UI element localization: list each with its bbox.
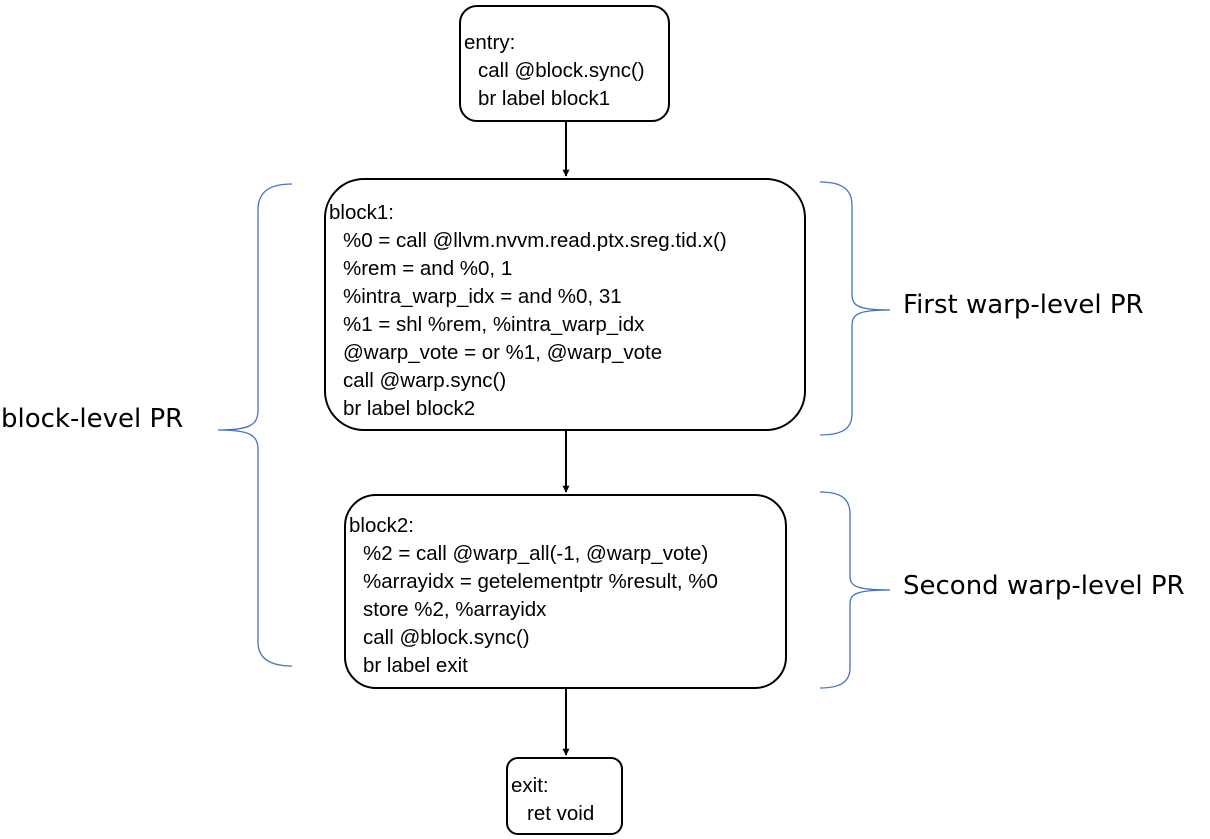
node-block1-line: %0 = call @llvm.nvvm.read.ptx.sreg.tid.x… (343, 229, 727, 252)
node-entry: entry: call @block.sync() br label block1 (459, 5, 670, 122)
node-block2-label: block2: (349, 514, 414, 537)
node-block2-line: call @block.sync() (363, 626, 530, 649)
node-exit: exit: ret void (506, 757, 623, 835)
node-block2-line: %2 = call @warp_all(-1, @warp_vote) (363, 542, 709, 565)
node-block1-line: br label block2 (343, 397, 476, 420)
brace-first-warp-level (819, 181, 891, 436)
node-block1-line: call @warp.sync() (343, 369, 507, 392)
node-block2: block2: %2 = call @warp_all(-1, @warp_vot… (344, 494, 787, 689)
node-block1-line: %intra_warp_idx = and %0, 31 (343, 285, 622, 308)
node-block2-line: %arrayidx = getelementptr %result, %0 (363, 570, 718, 593)
node-block1: block1: %0 = call @llvm.nvvm.read.ptx.sre… (324, 178, 806, 431)
node-block1-line: %rem = and %0, 1 (343, 257, 513, 280)
node-exit-line: ret void (527, 802, 595, 825)
node-entry-line: br label block1 (478, 87, 611, 110)
node-entry-line: call @block.sync() (478, 59, 645, 82)
node-block1-label: block1: (329, 201, 394, 224)
node-block1-line: @warp_vote = or %1, @warp_vote (343, 341, 663, 364)
brace-second-warp-level (819, 491, 891, 689)
region-label-second-warp-level: Second warp-level PR (903, 571, 1185, 601)
region-label-first-warp-level: First warp-level PR (903, 290, 1144, 320)
region-label-block-level: block-level PR (1, 404, 184, 434)
node-block2-line: store %2, %arrayidx (363, 598, 547, 621)
brace-block-level (217, 183, 293, 667)
node-block2-line: br label exit (363, 654, 468, 677)
node-block1-line: %1 = shl %rem, %intra_warp_idx (343, 313, 645, 336)
node-exit-label: exit: (511, 774, 549, 797)
node-entry-label: entry: (464, 31, 516, 54)
